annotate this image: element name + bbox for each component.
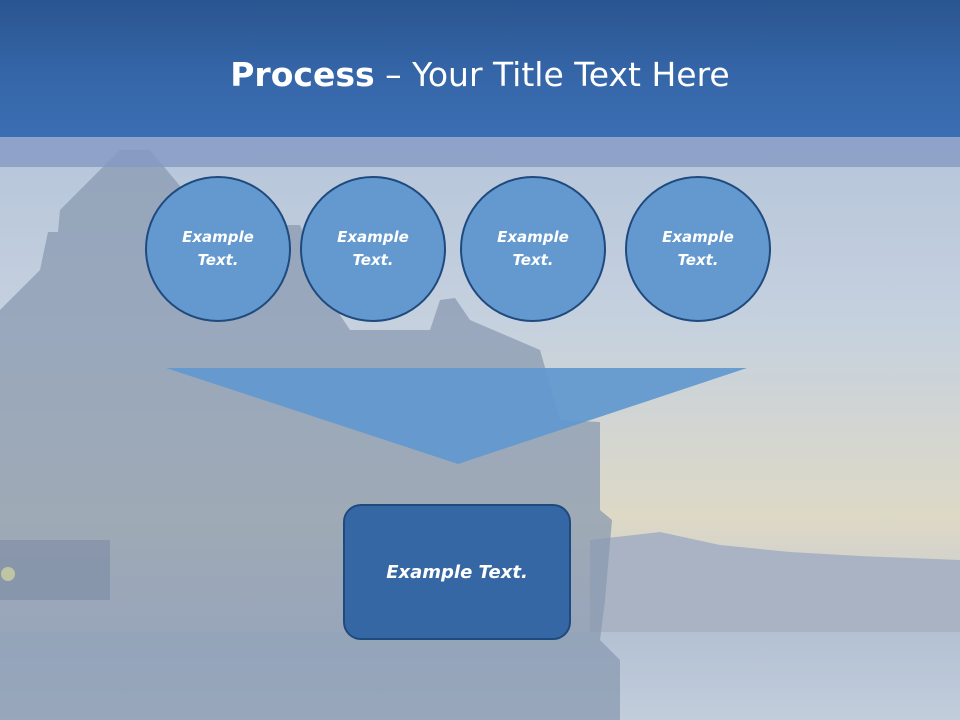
step-2-line-1: Example: [337, 228, 409, 246]
title-bold: Process: [230, 55, 375, 94]
slide-title: Process – Your Title Text Here: [0, 52, 960, 98]
result-text: Example Text.: [386, 561, 528, 583]
result-box[interactable]: Example Text.: [343, 504, 571, 640]
header-band: [0, 137, 960, 167]
step-2-line-2: Text.: [352, 251, 394, 269]
step-4-line-1: Example: [662, 228, 734, 246]
step-3-line-2: Text.: [512, 251, 554, 269]
step-1-line-2: Text.: [197, 251, 239, 269]
step-3-line-1: Example: [497, 228, 569, 246]
step-4-line-2: Text.: [677, 251, 719, 269]
step-1-line-1: Example: [182, 228, 254, 246]
title-rest: – Your Title Text Here: [374, 55, 730, 94]
title-bar: Process – Your Title Text Here: [0, 0, 960, 137]
